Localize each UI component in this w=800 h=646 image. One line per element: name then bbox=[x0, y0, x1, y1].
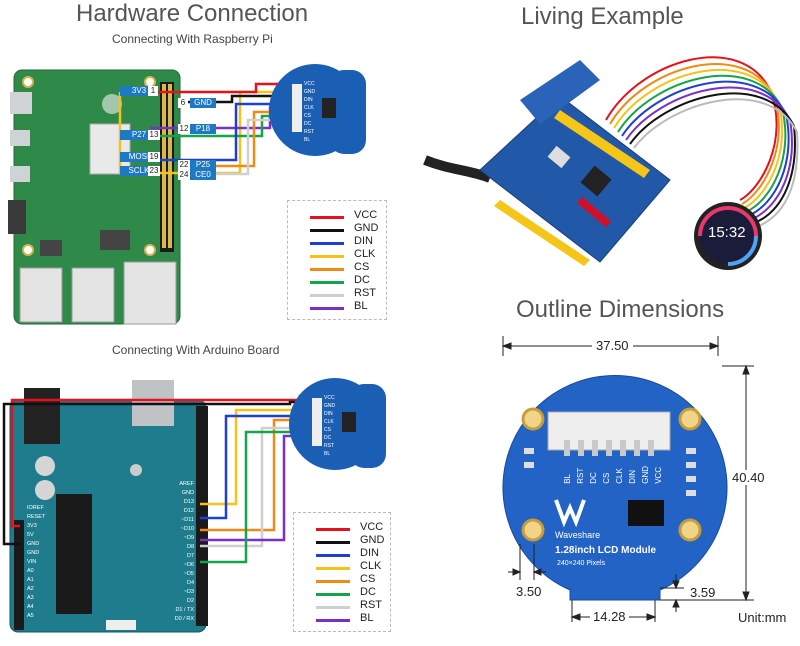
outline-dimensions-title: Outline Dimensions bbox=[516, 296, 725, 323]
analog-header bbox=[14, 520, 24, 630]
capacitor-2 bbox=[35, 480, 55, 500]
dim-width: 37.50 bbox=[592, 338, 633, 353]
usb-cable bbox=[423, 155, 492, 183]
round-display-screen bbox=[700, 208, 756, 264]
digital-header bbox=[196, 406, 208, 626]
audio-jack bbox=[8, 200, 26, 234]
mount-hole-br bbox=[678, 518, 702, 542]
power-jack bbox=[24, 388, 60, 444]
hdmi-port-2 bbox=[10, 166, 30, 182]
chip-small-1 bbox=[40, 240, 62, 256]
wire-legend-arduino: VCC GND DIN CLK CS DC RST BL bbox=[293, 512, 391, 632]
mount-hole-tr bbox=[678, 407, 702, 431]
clock-time: 15:32 bbox=[708, 224, 746, 241]
dim-height: 40.40 bbox=[730, 470, 767, 485]
mount-hole-bl bbox=[521, 518, 545, 542]
raspberry-logo-icon bbox=[102, 94, 122, 114]
module-pixels: 240×240 Pixels bbox=[557, 560, 606, 567]
connector-pins bbox=[564, 440, 654, 456]
nucleo-board bbox=[479, 95, 671, 263]
dim-hole-offset: 3.50 bbox=[516, 584, 542, 599]
module-pin-labels: BL RST DC CS CLK DIN GND VCC bbox=[563, 466, 663, 484]
module-model: 1.28inch LCD Module bbox=[555, 545, 657, 556]
hardware-connection-title: Hardware Connection bbox=[76, 0, 309, 27]
rpi-wires bbox=[118, 82, 298, 176]
dim-notch: 3.59 bbox=[690, 585, 716, 600]
wire-legend-rpi: VCC GND DIN CLK CS DC RST BL bbox=[287, 200, 387, 320]
chip-small-2 bbox=[100, 230, 130, 250]
lcd-module-rpi bbox=[269, 64, 366, 156]
arduino-subtitle: Connecting With Arduino Board bbox=[112, 343, 280, 357]
lcd-module-arduino bbox=[289, 378, 386, 470]
atmega-chip bbox=[56, 494, 92, 614]
gpio-pins bbox=[162, 84, 172, 248]
dim-unit: Unit:mm bbox=[738, 610, 787, 625]
module-brand: Waveshare bbox=[555, 530, 601, 540]
usb-port-2 bbox=[71, 267, 115, 323]
ethernet-port bbox=[123, 261, 177, 325]
usb-c-port bbox=[10, 92, 32, 114]
dim-connector: 14.28 bbox=[590, 609, 629, 624]
mount-hole-tl bbox=[521, 407, 545, 431]
capacitor-1 bbox=[35, 456, 55, 476]
waveshare-logo-icon bbox=[554, 499, 586, 528]
usb-port-1 bbox=[19, 267, 63, 323]
ribbon-wires bbox=[605, 56, 799, 229]
hdmi-port-1 bbox=[10, 130, 30, 146]
rpi-subtitle: Connecting With Raspberry Pi bbox=[112, 32, 273, 46]
driver-ic bbox=[628, 500, 664, 526]
living-example-title: Living Example bbox=[521, 3, 684, 30]
